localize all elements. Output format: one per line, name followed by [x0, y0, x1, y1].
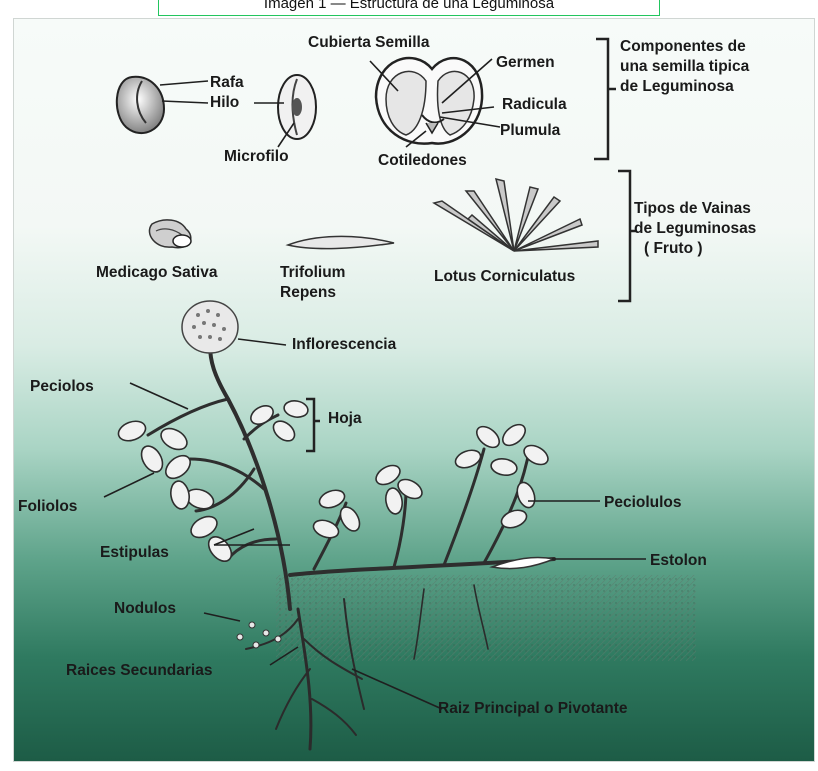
label-estolon: Estolon	[650, 551, 707, 571]
seed-front-view	[278, 75, 316, 139]
legume-diagram-panel: Rafa Hilo Microfilo Cubierta Semilla Ger…	[14, 19, 814, 761]
leaf-bracket	[306, 399, 320, 451]
label-medicago-sativa: Medicago Sativa	[96, 263, 217, 283]
label-trifolium-line2: Repens	[280, 283, 345, 303]
soil-area	[276, 575, 696, 661]
figure-caption: Imagen 1 — Estructura de una Leguminosa	[158, 0, 660, 16]
label-rafa: Rafa	[210, 73, 244, 93]
seed-cross-section	[376, 58, 482, 144]
illustration-layer	[14, 19, 814, 761]
label-cubierta-semilla: Cubierta Semilla	[308, 33, 429, 53]
label-seed-components-line1: Componentes de	[620, 37, 749, 57]
label-pod-types: Tipos de Vainas de Leguminosas ( Fruto )	[634, 199, 756, 259]
label-seed-components-line3: de Leguminosa	[620, 77, 749, 97]
label-lotus-corniculatus: Lotus Corniculatus	[434, 267, 575, 287]
label-raices-secundarias: Raices Secundarias	[66, 661, 212, 681]
label-microfilo: Microfilo	[224, 147, 289, 167]
plant-stems	[148, 345, 554, 609]
seed-side-view	[117, 77, 164, 133]
label-germen: Germen	[496, 53, 555, 73]
label-pod-types-line2: de Leguminosas	[634, 219, 756, 239]
root-nodules	[237, 622, 281, 648]
label-pod-types-line3: ( Fruto )	[634, 239, 756, 259]
label-seed-components-line2: una semilla tipica	[620, 57, 749, 77]
label-radicula: Radicula	[502, 95, 567, 115]
label-raiz-principal: Raiz Principal o Pivotante	[438, 699, 628, 719]
medicago-pod	[149, 220, 191, 248]
label-peciolulos: Peciolulos	[604, 493, 682, 513]
label-plumula: Plumula	[500, 121, 560, 141]
label-foliolos: Foliolos	[18, 497, 77, 517]
label-hilo: Hilo	[210, 93, 239, 113]
label-seed-components: Componentes de una semilla tipica de Leg…	[620, 37, 749, 97]
label-trifolium-repens: Trifolium Repens	[280, 263, 345, 303]
label-hoja: Hoja	[328, 409, 362, 429]
label-nodulos: Nodulos	[114, 599, 176, 619]
label-peciolos: Peciolos	[30, 377, 94, 397]
label-trifolium-line1: Trifolium	[280, 263, 345, 283]
label-estipulas: Estipulas	[100, 543, 169, 563]
seed-components-bracket	[594, 39, 616, 159]
label-pod-types-line1: Tipos de Vainas	[634, 199, 756, 219]
lotus-pods	[434, 179, 598, 251]
inflorescence-head	[182, 301, 238, 353]
label-inflorescencia: Inflorescencia	[292, 335, 396, 355]
trifolium-pod	[288, 236, 394, 248]
label-cotiledones: Cotiledones	[378, 151, 467, 171]
